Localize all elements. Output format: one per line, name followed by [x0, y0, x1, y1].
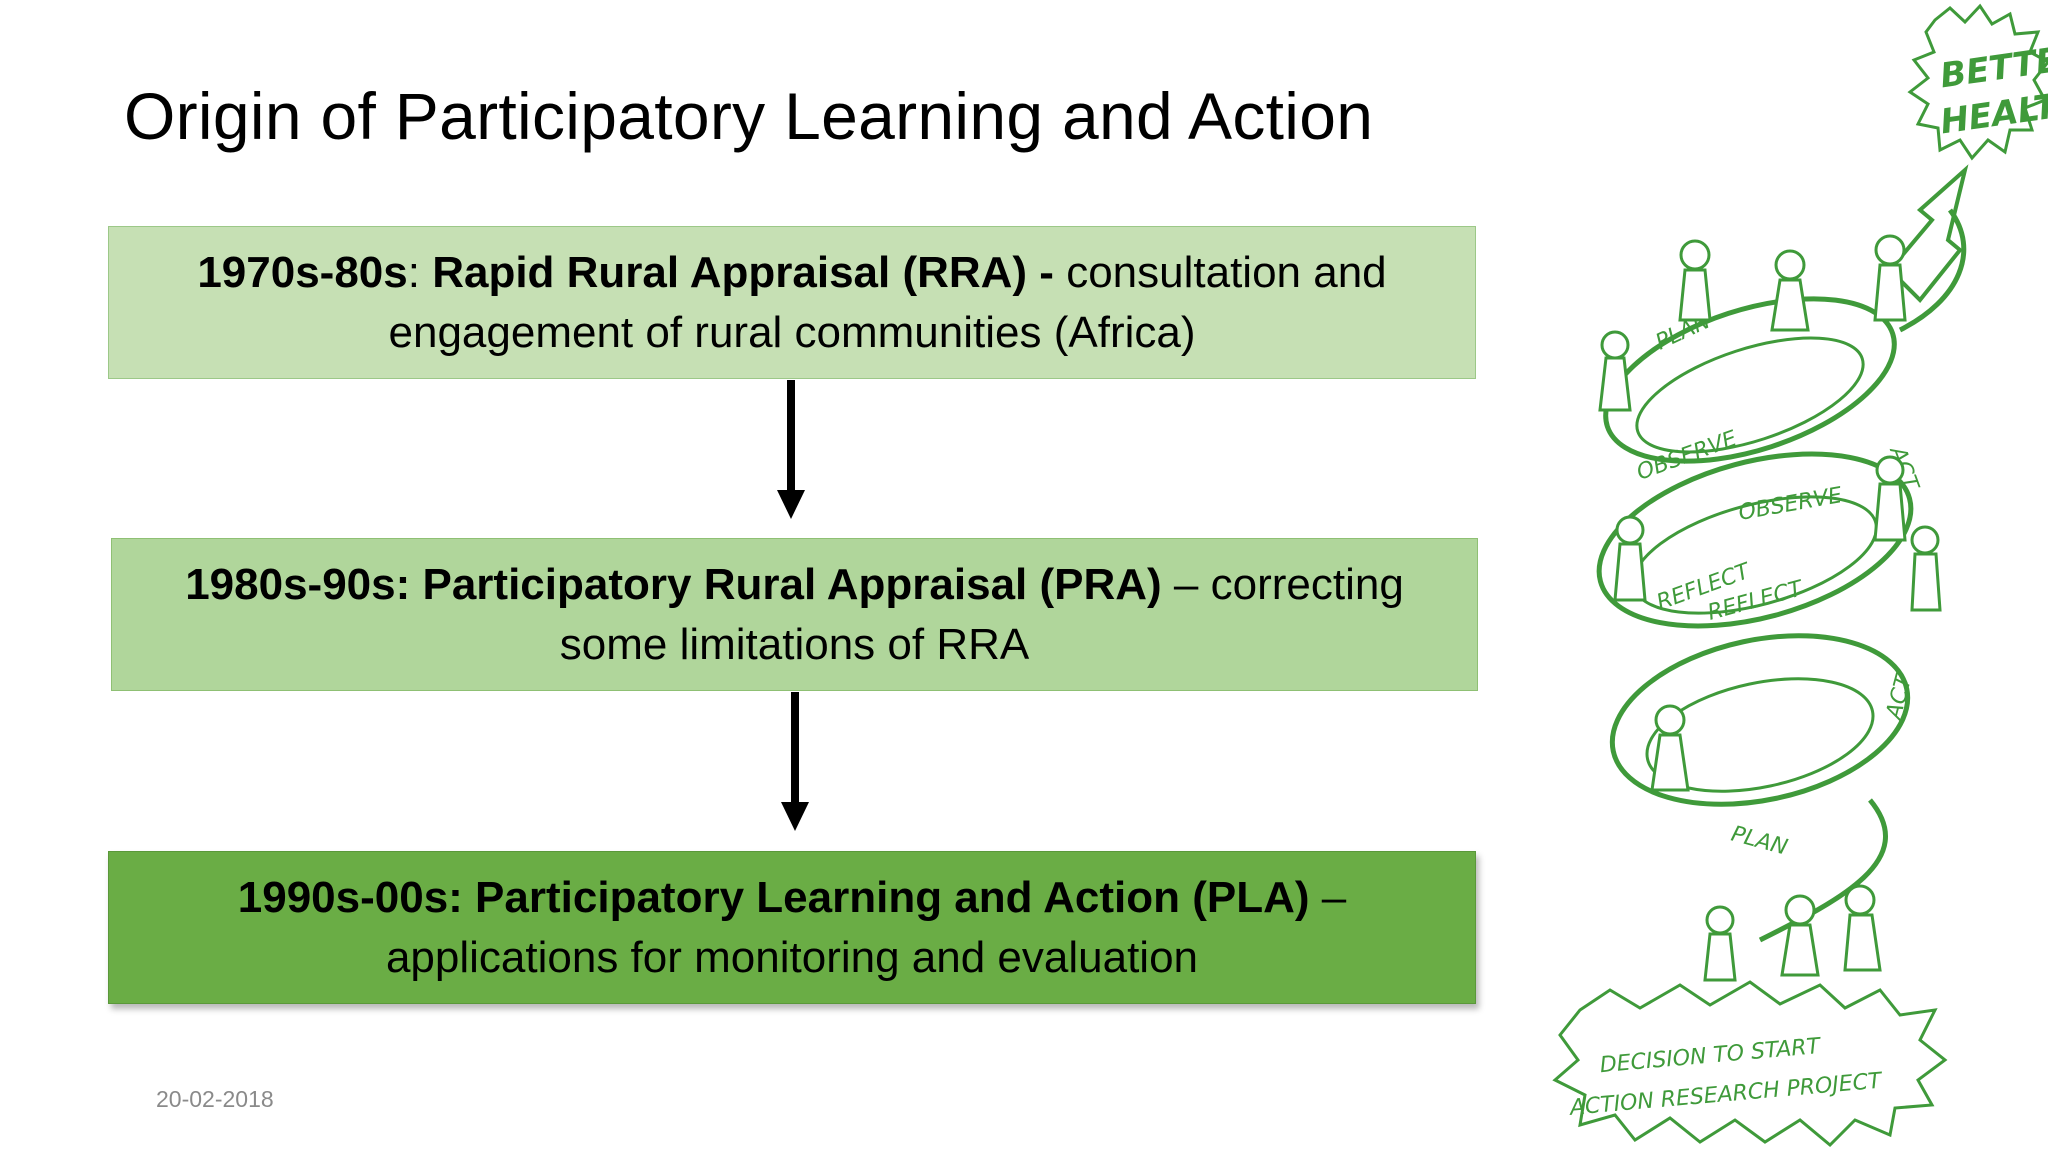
down-arrow-1: [777, 380, 805, 519]
spiral-drawing: BETTER HEALTH PLAN ACT OBSERVE REFLECT O…: [1552, 3, 2048, 1148]
rra-period: 1970s-80s: [197, 247, 408, 297]
spiral-label-observe-2: OBSERVE: [1737, 483, 1844, 526]
rra-colon: :: [407, 247, 433, 297]
stage-box-pra: 1980s-90s: Participatory Rural Appraisal…: [111, 538, 1478, 691]
slide-title: Origin of Participatory Learning and Act…: [124, 79, 1374, 153]
pla-dash: –: [1309, 872, 1347, 922]
stage-box-pla-line2: applications for monitoring and evaluati…: [385, 932, 1199, 982]
rra-name: Rapid Rural Appraisal (RRA) -: [432, 247, 1067, 297]
stage-box-pla-line1: 1990s-00s: Participatory Learning and Ac…: [238, 868, 1346, 928]
footer-date: 20-02-2018: [156, 1086, 274, 1112]
stage-box-pla: 1990s-00s: Participatory Learning and Ac…: [108, 851, 1476, 1004]
decision-starburst: [1552, 980, 1948, 1148]
stage-box-rra-line1: 1970s-80s: Rapid Rural Appraisal (RRA) -…: [197, 243, 1386, 303]
pra-desc-start: – correcting: [1161, 559, 1404, 609]
spiral-label-act-2: ACT: [1881, 671, 1917, 723]
down-arrow-2: [781, 692, 809, 831]
people-figures: [1598, 234, 1942, 982]
stage-box-rra: 1970s-80s: Rapid Rural Appraisal (RRA) -…: [108, 226, 1476, 379]
action-research-spiral-illustration: BETTER HEALTH PLAN ACT OBSERVE REFLECT O…: [1540, 0, 2048, 1152]
stage-box-pra-line1: 1980s-90s: Participatory Rural Appraisal…: [185, 555, 1404, 615]
spiral-label-plan-2: PLAN: [1728, 822, 1790, 861]
stage-box-pra-line2: some limitations of RRA: [559, 619, 1030, 669]
rra-desc-start: consultation and: [1066, 247, 1387, 297]
pra-name: 1980s-90s: Participatory Rural Appraisal…: [185, 559, 1162, 609]
stage-box-rra-line2: engagement of rural communities (Africa): [388, 307, 1196, 357]
pla-name: 1990s-00s: Participatory Learning and Ac…: [237, 872, 1310, 922]
better-health-starburst: [1907, 3, 2048, 161]
